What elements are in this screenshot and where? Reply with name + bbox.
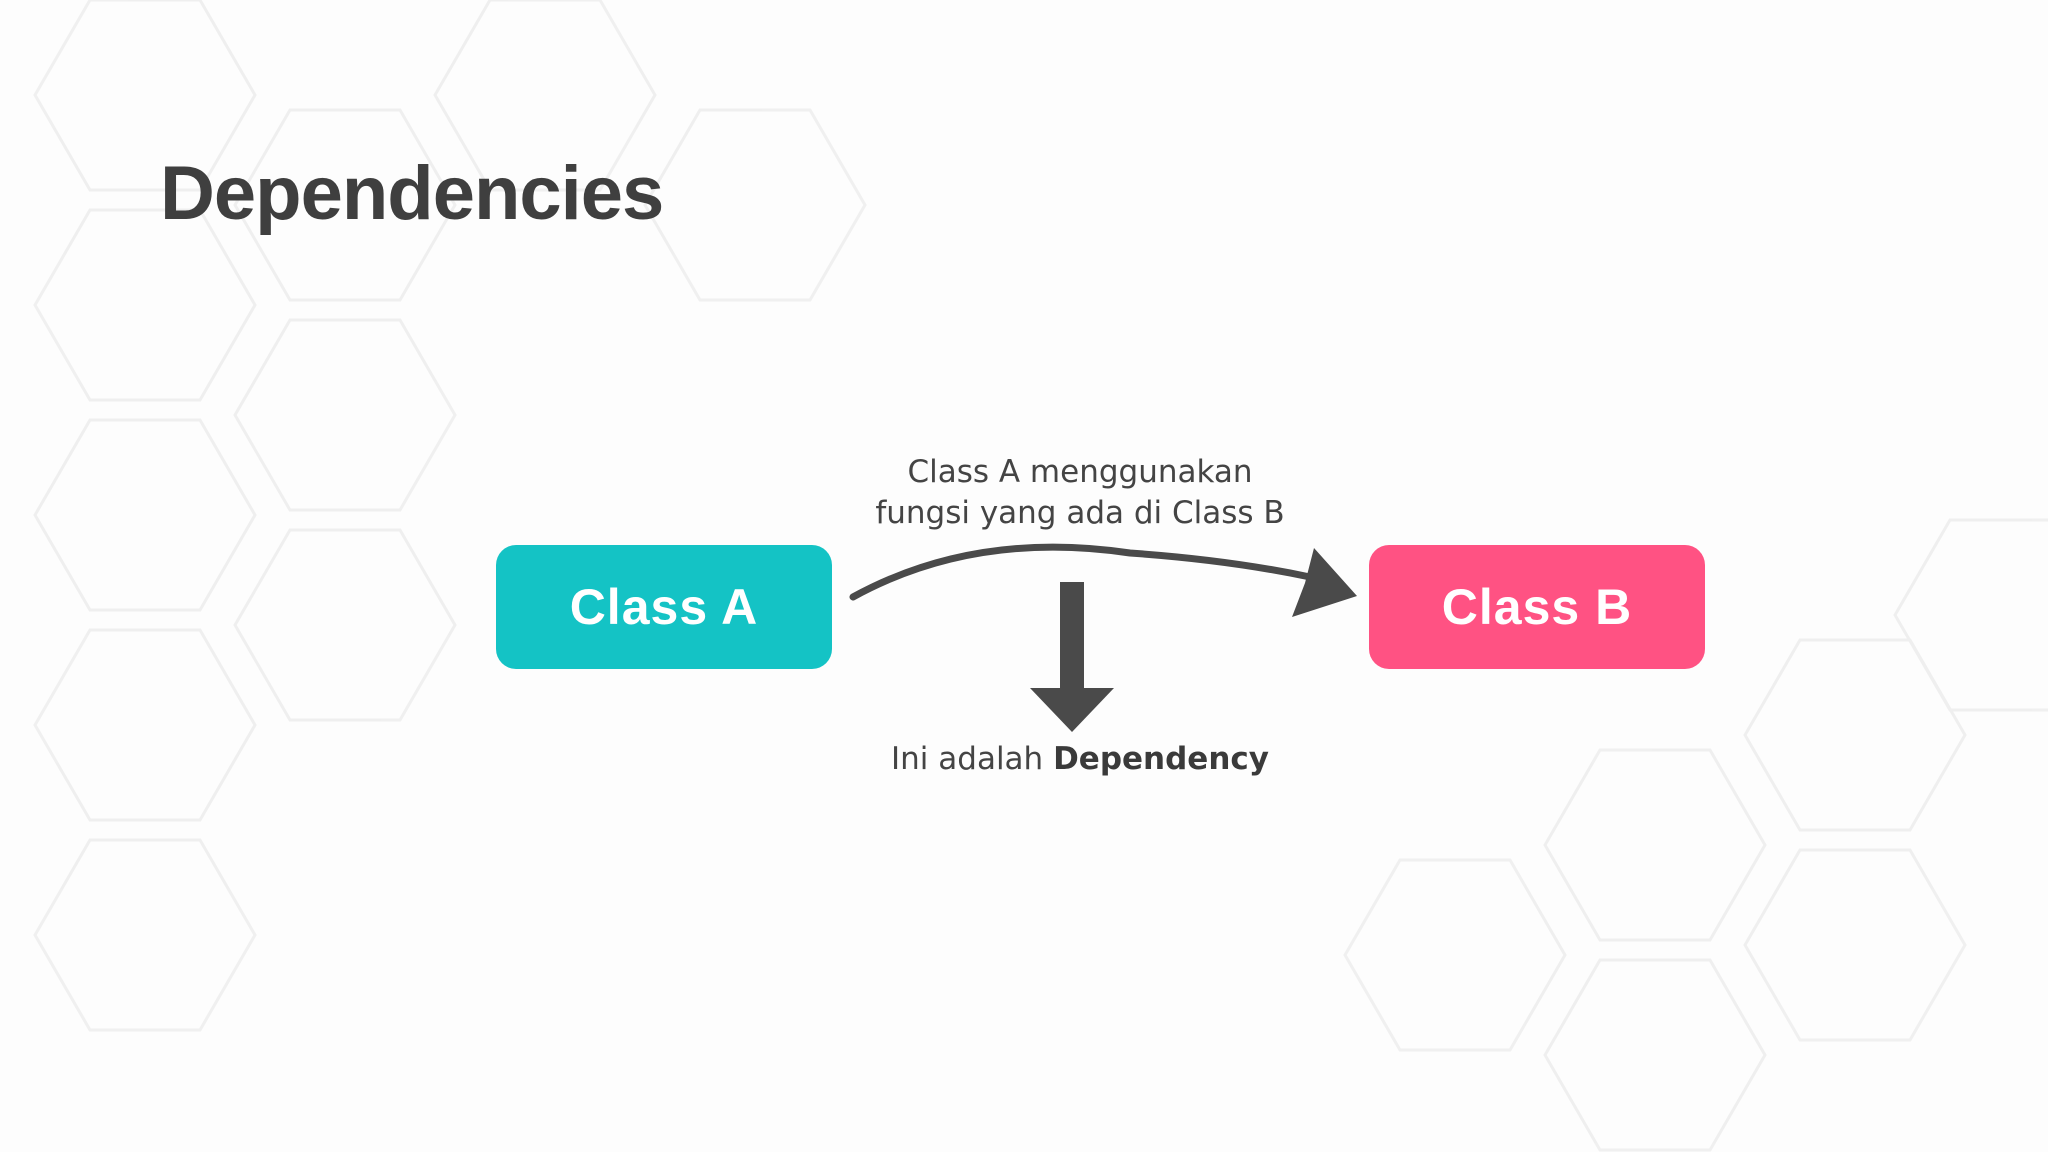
class-b-label: Class B (1441, 579, 1633, 635)
relation-caption-line1: Class A menggunakan (907, 454, 1253, 490)
curved-arrow-head (1292, 548, 1357, 617)
dependency-caption-emphasis: Dependency (1053, 741, 1269, 777)
class-b-box: Class B (1369, 545, 1705, 669)
relation-caption-line2: fungsi yang ada di Class B (875, 495, 1285, 531)
dependency-caption: Ini adalah Dependency (780, 741, 1380, 777)
class-a-box: Class A (496, 545, 832, 669)
down-arrow-shaft (1060, 582, 1084, 694)
curved-arrow-shaft (849, 543, 1314, 601)
dependency-caption-prefix: Ini adalah (891, 741, 1054, 777)
class-a-label: Class A (569, 579, 759, 635)
slide-title: Dependencies (160, 151, 664, 236)
relation-caption: Class A menggunakan fungsi yang ada di C… (780, 452, 1380, 534)
down-arrow-head (1030, 688, 1114, 732)
